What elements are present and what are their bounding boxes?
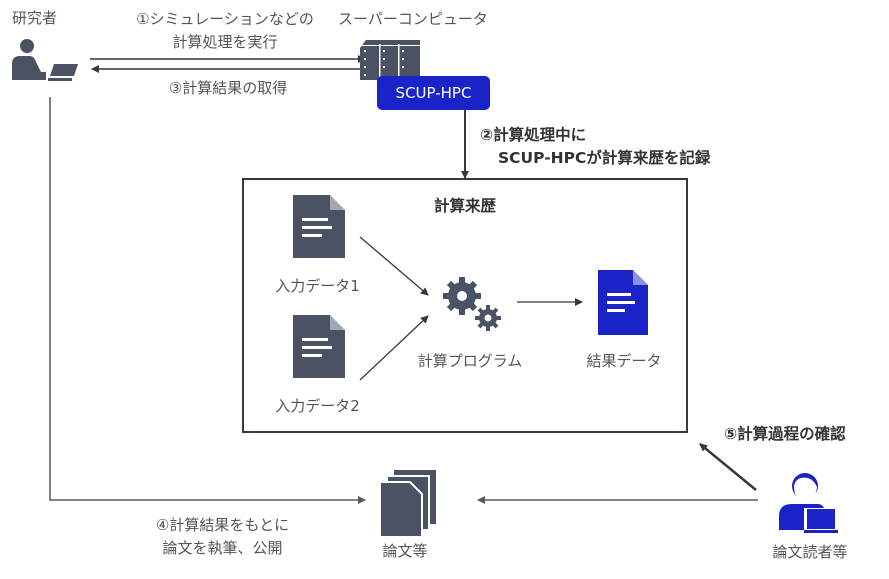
reader-icon (779, 473, 838, 533)
provenance-box (242, 178, 688, 433)
step5-label: ⑤計算過程の確認 (724, 425, 846, 443)
server-icon (360, 40, 420, 80)
step2-line2: SCUP-HPCが計算来歴を記録 (498, 149, 711, 167)
papers-icon (379, 470, 436, 538)
arrow-publish (49, 97, 366, 504)
arrow-input2 (359, 315, 429, 381)
result-data-icon (598, 270, 648, 335)
reader-label: 論文読者等 (772, 543, 848, 561)
step2-line1: ②計算処理中に (480, 126, 587, 144)
gears-icon (443, 277, 501, 331)
step4-line1: ④計算結果をもとに (155, 516, 290, 534)
arrow-verify (699, 443, 757, 491)
result-label: 結果データ (586, 352, 662, 370)
scup-hpc-badge: SCUP-HPC (377, 76, 490, 110)
paper-label: 論文等 (382, 542, 428, 560)
researcher-label: 研究者 (12, 9, 58, 27)
arrow-input1 (359, 236, 429, 296)
supercomputer-label: スーパーコンピュータ (338, 10, 488, 28)
step3-label: ③計算結果の取得 (168, 79, 288, 97)
input-data-1-icon (293, 195, 345, 258)
input2-label: 入力データ2 (275, 397, 360, 415)
step1-line1: ①シミュレーションなどの (136, 10, 314, 28)
input-data-2-icon (293, 315, 345, 378)
provenance-title: 計算来歴 (433, 197, 496, 215)
input1-label: 入力データ1 (275, 277, 360, 295)
step1-line2: 計算処理を実行 (172, 33, 278, 51)
researcher-icon (12, 39, 78, 81)
step4-line2: 論文を執筆、公開 (162, 539, 283, 557)
program-label: 計算プログラム (417, 352, 523, 370)
